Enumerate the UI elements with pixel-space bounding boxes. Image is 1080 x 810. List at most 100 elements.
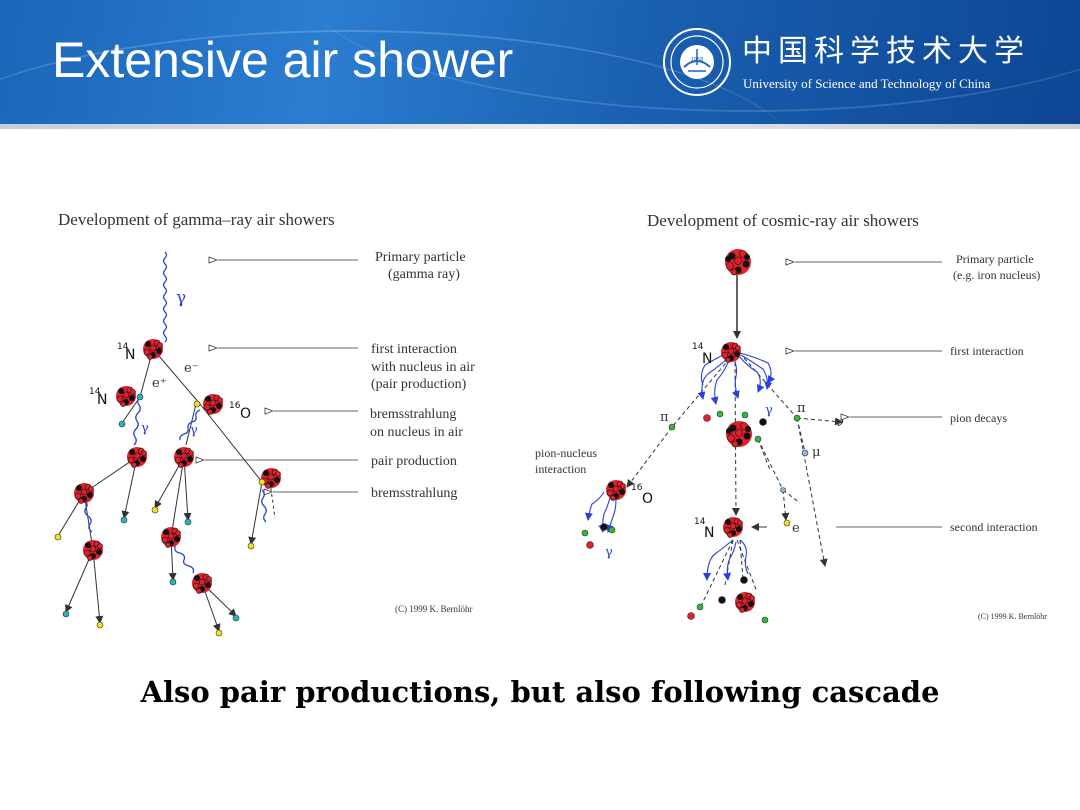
nucleus-n14 <box>115 385 137 407</box>
label-second-interaction: second interaction <box>950 520 1038 534</box>
track <box>121 396 141 424</box>
label-first-interaction: (pair production) <box>371 377 467 392</box>
particle <box>136 393 144 401</box>
label-primary: Primary particle <box>375 250 466 265</box>
cosmic-diagram-title: Development of cosmic-ray air showers <box>647 211 919 230</box>
photon-track <box>739 352 776 384</box>
label-first-interaction: with nucleus in air <box>371 360 475 375</box>
track <box>152 348 201 405</box>
particle <box>215 629 223 637</box>
nucleus-n14 <box>722 516 744 538</box>
header-divider <box>0 124 1080 129</box>
iron-nucleus <box>724 248 752 276</box>
muon-label: μ <box>812 445 820 460</box>
photon-track <box>606 497 617 533</box>
photon-track <box>710 354 732 405</box>
n14-mass-number: 14 <box>692 342 704 352</box>
track <box>757 438 784 491</box>
particle <box>608 526 616 534</box>
pion <box>668 423 676 431</box>
university-seal-icon: 1958 <box>663 28 731 96</box>
particle <box>687 612 695 620</box>
neutrino-track <box>796 417 843 426</box>
particle <box>703 414 711 422</box>
track <box>757 438 771 471</box>
gamma-symbol: γ <box>605 545 613 560</box>
nucleus-fragment <box>725 420 753 448</box>
photon-track <box>83 499 93 533</box>
electron-label: e⁻ <box>184 361 199 376</box>
n14-mass-number: 14 <box>694 517 706 527</box>
cosmic-diagram-credit: (C) 1999 K. Bernlöhr <box>978 612 1047 621</box>
nucleus <box>173 446 195 468</box>
photon-track <box>731 355 740 399</box>
particle <box>740 576 748 584</box>
label-primary: Primary particle <box>956 252 1034 266</box>
particle <box>754 435 762 443</box>
electron-track <box>781 489 790 521</box>
particle <box>169 578 177 586</box>
label-pion-decays: pion decays <box>950 411 1007 425</box>
pion <box>793 414 801 422</box>
slide-title: Extensive air shower <box>52 32 514 88</box>
particle <box>586 541 594 549</box>
label-first-interaction: first interaction <box>371 342 457 357</box>
label-bremsstrahlung-nucleus: bremsstrahlung <box>370 407 456 422</box>
seal-year: 1958 <box>691 57 704 63</box>
muon-track <box>796 417 806 453</box>
gamma-symbol: γ <box>176 288 186 308</box>
gamma-symbol: γ <box>190 423 198 438</box>
particle <box>581 529 589 537</box>
gamma-shower-diagram: Development of gamma–ray air showers Pri… <box>54 210 475 637</box>
photon-track <box>740 354 773 390</box>
particle <box>96 621 104 629</box>
positron-label: e⁺ <box>152 376 167 391</box>
label-pion-nucleus: pion-nucleus <box>535 446 597 460</box>
n14-element: N <box>704 525 714 541</box>
label-bremsstrahlung: bremsstrahlung <box>371 486 457 501</box>
nucleus <box>160 526 182 548</box>
track <box>170 456 185 538</box>
photon-track <box>584 491 605 521</box>
particle <box>696 603 704 611</box>
track <box>185 403 197 446</box>
photon-track <box>133 396 141 446</box>
photon-track <box>261 489 267 523</box>
university-name-en: University of Science and Technology of … <box>743 76 991 91</box>
university-name-cn: 中国科学技术大学 <box>742 34 1030 69</box>
track <box>736 539 758 593</box>
nucleus-o16 <box>605 479 627 501</box>
photon-track <box>170 539 195 574</box>
particle <box>120 516 128 524</box>
pion-label: π <box>660 410 669 425</box>
particle <box>761 616 769 624</box>
particle <box>193 400 201 408</box>
label-primary-type: (gamma ray) <box>388 267 460 282</box>
particle <box>118 420 126 428</box>
primary-gamma-ray <box>162 251 168 343</box>
o16-element: O <box>240 406 251 422</box>
n14-element: N <box>97 392 107 408</box>
photon-track <box>738 355 765 393</box>
photon-track <box>179 409 201 441</box>
neutrino-label: ν <box>836 415 844 430</box>
particle <box>780 487 786 493</box>
n14-element: N <box>125 347 135 363</box>
pion-track <box>796 417 828 567</box>
pion-track <box>743 357 798 419</box>
o16-mass-number: 16 <box>631 483 643 493</box>
particle <box>54 533 62 541</box>
gamma-symbol: γ <box>141 421 149 436</box>
o16-element: O <box>642 491 653 507</box>
track <box>724 539 734 586</box>
label-pion-nucleus: interaction <box>535 462 586 476</box>
nucleus <box>82 539 104 561</box>
track <box>739 539 744 581</box>
particle <box>718 596 726 604</box>
track <box>199 403 263 483</box>
particle <box>62 610 70 618</box>
particle <box>741 411 749 419</box>
n14-mass-number: 14 <box>89 387 101 397</box>
particle <box>184 518 192 526</box>
